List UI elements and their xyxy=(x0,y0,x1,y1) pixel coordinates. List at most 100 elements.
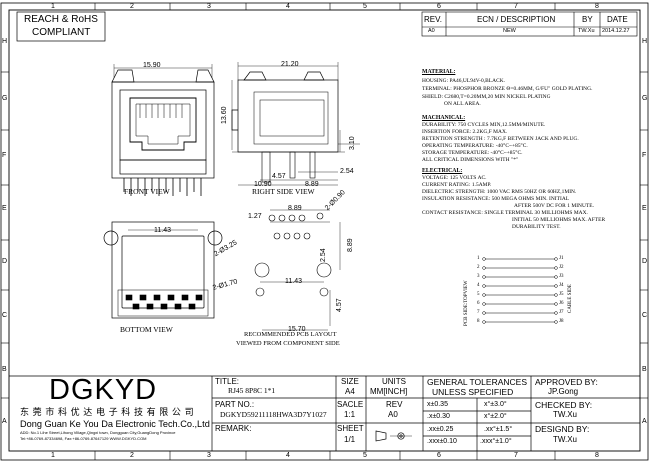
zone-row-a-left: A xyxy=(2,418,7,425)
title-label: TITLE: xyxy=(215,377,240,386)
tol-linear-1: .x±0.30 xyxy=(427,413,450,420)
dim-side-1090: 10.90 xyxy=(254,181,272,188)
pin-left-7: 7 xyxy=(477,310,480,315)
pin-right-j8: J8 xyxy=(559,319,564,324)
zone-col-4-bottom: 4 xyxy=(286,452,290,459)
dim-side-height: 13.60 xyxy=(221,106,228,124)
dim-pcb-254: 2.54 xyxy=(320,248,327,262)
part-no-value: DGKYD59211118HWA3D7Y1027 xyxy=(220,410,327,419)
dim-bottom-1143: 11.43 xyxy=(154,227,171,234)
pin-right-j2: J2 xyxy=(559,265,564,270)
right-side-view-drawing xyxy=(231,62,360,186)
pcb-layout-label-1: RECOMMENDED PCB LAYOUT xyxy=(244,331,337,338)
electrical-line-6: CONTACT RESISTANCE: SINGLE TERMINAL 30 M… xyxy=(422,210,588,216)
pin-schematic xyxy=(482,257,558,324)
mechanical-title: MACHANICAL: xyxy=(422,115,466,121)
zone-col-8-bottom: 8 xyxy=(595,452,599,459)
zone-col-6-bottom: 6 xyxy=(437,452,441,459)
mechanical-line-2: INSERTION FORCE: 2.2KG,F MAX. xyxy=(422,129,508,135)
zone-row-d-left: D xyxy=(2,258,8,265)
rev-header-rev: REV. xyxy=(424,15,442,24)
dim-pcb-889-top: 8.89 xyxy=(288,205,302,212)
rev-row-rev: A0 xyxy=(428,28,435,34)
electrical-line-2: CURRENT RATING: 1.5AMP. xyxy=(422,182,492,188)
zone-row-g-left: G xyxy=(2,95,8,102)
dim-pcb-889-right: 8.89 xyxy=(347,238,354,252)
checked-value: TW.Xu xyxy=(553,410,578,419)
mechanical-line-4: OPERATING TEMPERATURE: -40°C~+85°C. xyxy=(422,143,528,149)
pin-left-8: 8 xyxy=(477,319,480,324)
pin-left-6: 6 xyxy=(477,301,480,306)
tol-angular-0: x°±3.0° xyxy=(484,401,507,408)
pin-right-j3: J3 xyxy=(559,274,564,279)
zone-col-7-top: 7 xyxy=(514,3,518,10)
rev-row-date: 2014.12.27 xyxy=(602,28,630,34)
mechanical-line-1: DURABILITY: 750 CYCLES MIN,12.5MM/MINUTE… xyxy=(422,122,546,128)
schematic-label-cable-side: CABLE SIDE xyxy=(568,284,573,313)
dim-pcb-457: 4.57 xyxy=(336,298,343,312)
designed-label: DESIGND BY: xyxy=(535,424,590,434)
zone-row-b-right: B xyxy=(642,366,647,373)
tolerance-title-2: UNLESS SPECIFIED xyxy=(432,387,514,397)
dim-side-width: 21.20 xyxy=(281,61,299,68)
rev-row-by: TW.Xu xyxy=(578,28,595,34)
size-value: A4 xyxy=(345,387,355,396)
pin-right-j1: J1 xyxy=(559,256,564,261)
dim-pcb-127: 1.27 xyxy=(248,213,262,220)
electrical-line-1: VOLTAGE: 125 VOLTS AC. xyxy=(422,175,487,181)
zone-row-h-left: H xyxy=(2,38,8,45)
zone-col-8-top: 8 xyxy=(595,3,599,10)
title-value: RJ45 8P8C 1*1 xyxy=(228,386,276,395)
zone-col-3-bottom: 3 xyxy=(207,452,211,459)
dim-side-457: 4.57 xyxy=(272,173,286,180)
zone-col-1-top: 1 xyxy=(51,3,55,10)
electrical-title: ELECTRICAL: xyxy=(422,168,463,174)
zone-row-e-left: E xyxy=(2,205,7,212)
pin-left-5: 5 xyxy=(477,292,480,297)
tolerance-title-1: GENERAL TOLERANCES xyxy=(427,377,527,387)
mechanical-line-6: ALL CRITICAL DIMENSIONS WITH "*" xyxy=(422,157,519,163)
electrical-line-7: INITIAL 50 MILLIOHMS MAX. AFTER xyxy=(512,217,606,223)
zone-col-2-bottom: 2 xyxy=(130,452,134,459)
designed-value: TW.Xu xyxy=(553,435,578,444)
zone-row-d-right: D xyxy=(642,258,648,265)
dim-pcb-1143: 11.43 xyxy=(285,278,302,285)
tol-angular-1: x°±2.0° xyxy=(484,413,507,420)
part-no-label: PART NO.: xyxy=(215,400,255,409)
company-logo: DGKYD xyxy=(49,374,158,406)
sheet-value: 1/1 xyxy=(344,435,356,444)
tol-angular-2: .xx°±1.5° xyxy=(484,426,513,433)
pin-right-j5: J5 xyxy=(559,292,564,297)
company-contact: Tel:+86-0769-87334698, Fax:+86-0769-8764… xyxy=(20,436,147,441)
zone-col-7-bottom: 7 xyxy=(514,452,518,459)
zone-col-6-top: 6 xyxy=(437,3,441,10)
zone-row-g-right: G xyxy=(642,95,648,102)
rev-header-ecn: ECN / DESCRIPTION xyxy=(477,15,556,24)
zone-col-5-bottom: 5 xyxy=(363,452,367,459)
electrical-line-8: DURABILITY TEST. xyxy=(512,224,561,230)
units-label: UNITS xyxy=(382,377,406,386)
company-name-cn: 东 莞 市 科 优 达 电 子 科 技 有 限 公 司 xyxy=(20,408,194,418)
pcb-layout-label-2: VIEWED FROM COMPONENT SIDE xyxy=(236,340,340,347)
zone-row-c-right: C xyxy=(642,312,648,319)
rev-row-ecn: NEW xyxy=(503,28,516,34)
dim-pcb-1570: 15.70 xyxy=(288,326,306,333)
size-label: SIZE xyxy=(341,377,359,386)
schematic-label-pcb-side: PCB SIDE:TOPVIEW xyxy=(464,280,469,326)
right-side-view-label: RIGHT SIDE VIEW xyxy=(252,187,315,196)
zone-col-3-top: 3 xyxy=(207,3,211,10)
pin-left-2: 2 xyxy=(477,265,480,270)
units-value: MM[INCH] xyxy=(370,387,408,396)
scale-value: 1:1 xyxy=(344,410,356,419)
compliance-line-2: COMPLIANT xyxy=(32,27,91,38)
tol-angular-3: .xxx°±1.0° xyxy=(480,438,512,445)
zone-col-2-top: 2 xyxy=(130,3,134,10)
rev-header-by: BY xyxy=(582,15,593,24)
zone-row-f-left: F xyxy=(2,152,7,159)
material-line-3: SHIELD: C2680,T=0.20MM,20 MIN NICKEL PLA… xyxy=(422,94,551,100)
compliance-line-1: REACH & RoHS xyxy=(24,14,98,25)
approved-label: APPROVED BY: xyxy=(535,377,598,387)
remark-label: REMARK: xyxy=(215,424,252,433)
zone-row-b-left: B xyxy=(2,366,7,373)
